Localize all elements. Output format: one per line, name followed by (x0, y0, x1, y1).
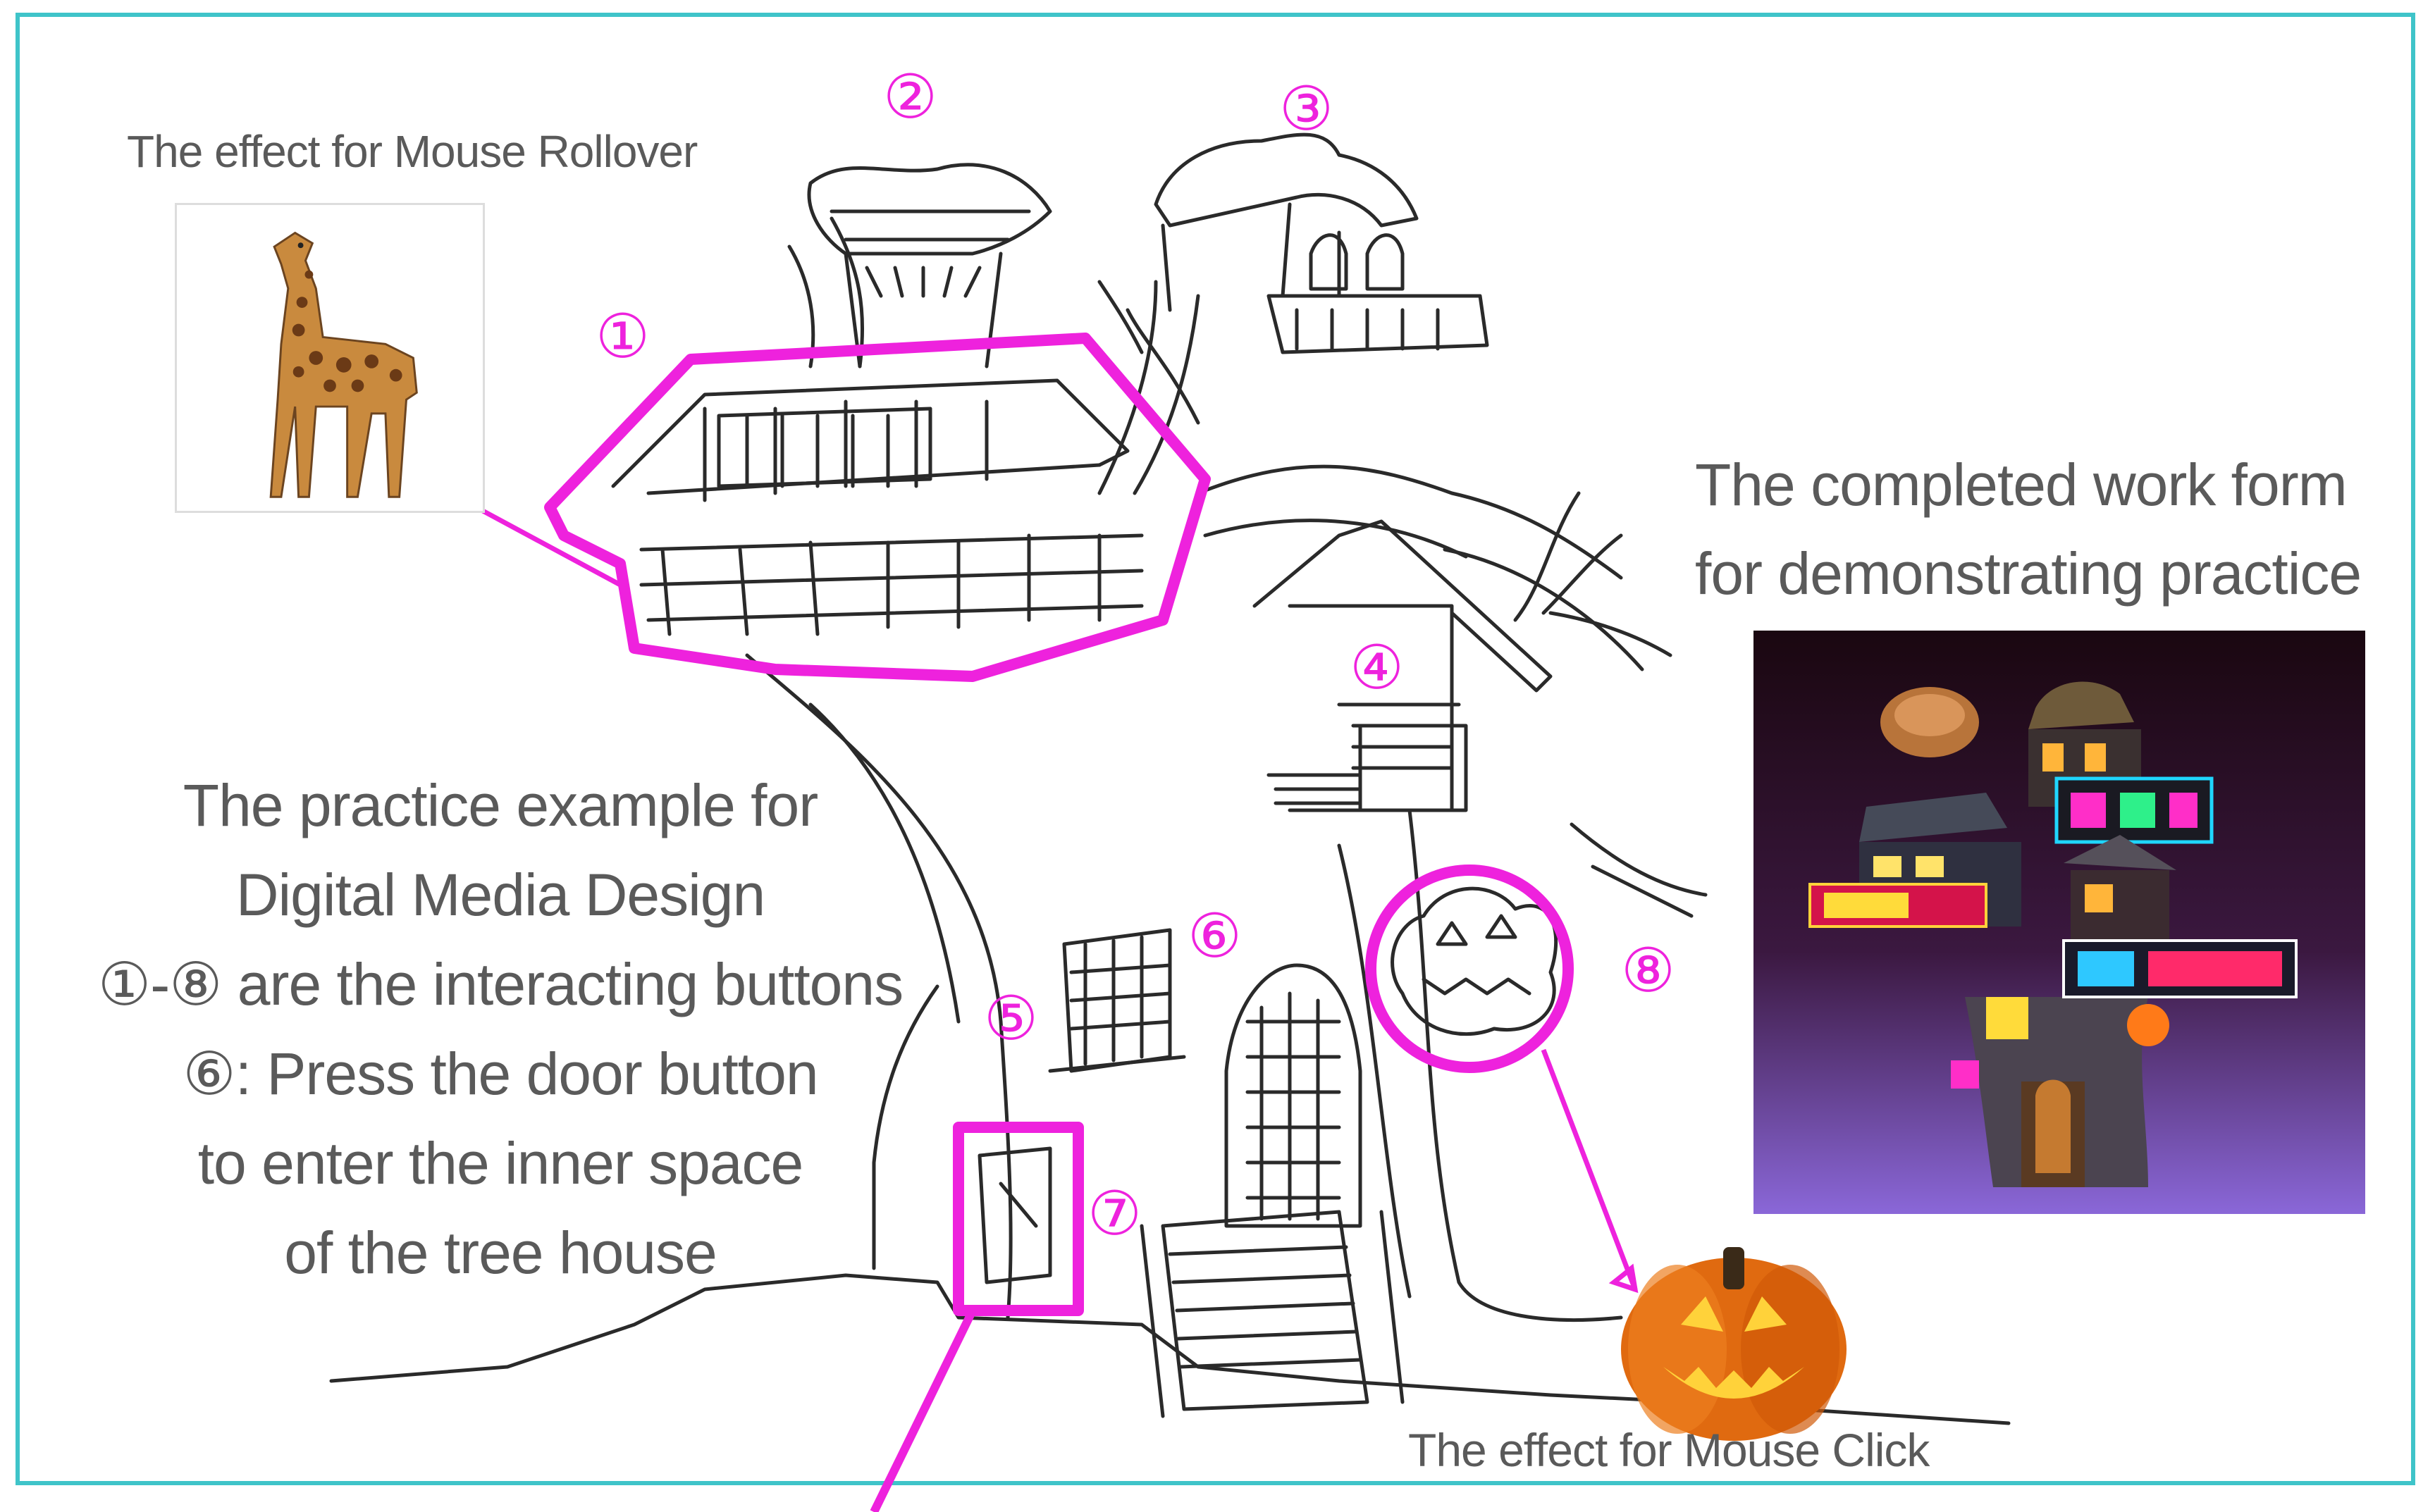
practice-line: Digital Media Design (235, 862, 765, 928)
trunk-right (1407, 808, 1623, 1322)
left-house (611, 378, 1130, 488)
ground-line (329, 1273, 2011, 1425)
button-marker-2[interactable]: ② (883, 62, 938, 132)
rollover-image-box (175, 203, 485, 513)
door-connector (870, 1308, 977, 1512)
click-connector (1541, 1048, 1638, 1291)
figure-frame (16, 13, 2415, 1485)
illuminated-tree-house-icon (1753, 631, 2365, 1214)
front-door (1224, 963, 1362, 1228)
giraffe-icon (269, 231, 418, 498)
button-marker-3[interactable]: ③ (1279, 74, 1334, 144)
jack-o-lantern-image (1621, 1247, 1847, 1441)
practice-line: to enter the inner space (197, 1130, 804, 1196)
highlight-button-8 (1365, 865, 1574, 1073)
upper-cottage (1154, 132, 1419, 228)
pumpkin-sketch (1391, 886, 1558, 1036)
highlight-button-1 (544, 333, 1211, 682)
nest (807, 163, 1052, 256)
side-door (978, 1146, 1052, 1284)
button-marker-1[interactable]: ① (596, 302, 651, 372)
button-marker-4[interactable]: ④ (1350, 633, 1405, 703)
practice-line: of the tree house (284, 1220, 717, 1286)
practice-description: The practice example for Digital Media D… (70, 761, 930, 1298)
completed-caption-line: for demonstrating practice (1695, 540, 2362, 607)
practice-line: ⑥: Press the door button (183, 1041, 818, 1107)
completed-work-photo (1753, 631, 2365, 1214)
middle-house (1252, 519, 1553, 693)
highlight-button-7 (953, 1122, 1084, 1316)
completed-work-caption: The completed work form for demonstratin… (1695, 440, 2362, 618)
completed-caption-line: The completed work form (1695, 452, 2348, 518)
click-caption: The effect for Mouse Click (1408, 1424, 1930, 1476)
rollover-caption: The effect for Mouse Rollover (127, 126, 698, 177)
button-marker-7[interactable]: ⑦ (1087, 1179, 1142, 1249)
button-marker-5[interactable]: ⑤ (984, 984, 1039, 1054)
button-marker-8[interactable]: ⑧ (1621, 936, 1676, 1006)
stairs (1161, 1210, 1369, 1411)
branch-right (1196, 464, 1623, 580)
practice-line: ①-⑧ are the interacting buttons (97, 951, 904, 1017)
button-marker-6[interactable]: ⑥ (1188, 901, 1243, 972)
practice-line: The practice example for (183, 772, 818, 838)
